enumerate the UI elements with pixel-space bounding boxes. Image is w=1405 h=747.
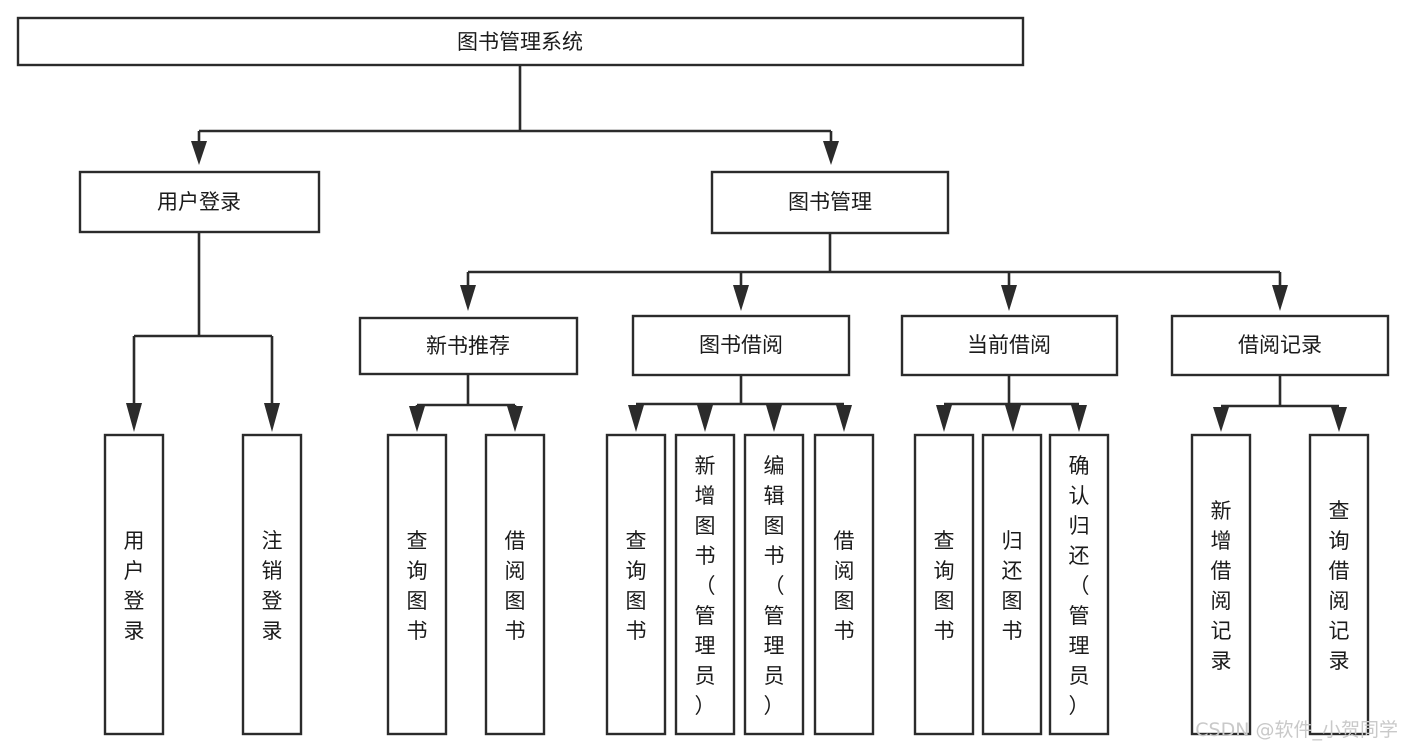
arrow-head-borrow-record — [1272, 285, 1288, 311]
node-book-borrow-box[interactable] — [631, 314, 851, 377]
arrow-head-book-borrow — [733, 285, 749, 311]
node-leaf-borrow-book-2[interactable]: 借阅图书 — [813, 433, 875, 736]
arrow-head-leaf-edit-book — [766, 405, 782, 432]
node-leaf-add-record-box[interactable] — [1190, 433, 1252, 736]
node-leaf-return-book[interactable]: 归还图书 — [981, 433, 1043, 736]
node-book-manage[interactable]: 图书管理 — [710, 170, 950, 235]
node-leaf-confirm-return[interactable]: 确认归还（管理员） — [1048, 433, 1110, 736]
node-leaf-query-book-1-box[interactable] — [386, 433, 448, 736]
node-leaf-edit-book-label: 编辑图书（管理员） — [764, 454, 785, 718]
node-leaf-borrow-book-1[interactable]: 借阅图书 — [484, 433, 546, 736]
node-borrow-record-box[interactable] — [1170, 314, 1390, 377]
node-root-label: 图书管理系统 — [457, 30, 583, 54]
node-leaf-add-book-label: 新增图书（管理员） — [695, 454, 716, 718]
node-leaf-logout[interactable]: 注销登录 — [241, 433, 303, 736]
node-leaf-query-book-2[interactable]: 查询图书 — [605, 433, 667, 736]
arrow-head-leaf-return-book — [1005, 405, 1021, 432]
edge-group-book-manage — [460, 233, 1288, 311]
node-leaf-user-login-box[interactable] — [103, 433, 165, 736]
arrow-head-leaf-query-book-2 — [628, 405, 644, 432]
node-leaf-add-record[interactable]: 新增借阅记录 — [1190, 433, 1252, 736]
node-leaf-borrow-book-2-label: 借阅图书 — [834, 529, 855, 643]
node-leaf-logout-label: 注销登录 — [262, 529, 283, 643]
node-new-book-recommend[interactable]: 新书推荐 — [358, 316, 579, 376]
arrow-head-user-login — [191, 141, 207, 165]
node-leaf-edit-book-box[interactable] — [743, 433, 805, 736]
node-leaf-query-book-3[interactable]: 查询图书 — [913, 433, 975, 736]
arrow-head-new-book-recommend — [460, 285, 476, 311]
node-leaf-query-book-2-label: 查询图书 — [626, 529, 647, 643]
node-borrow-record-label: 借阅记录 — [1238, 333, 1322, 357]
node-leaf-query-book-1-label: 查询图书 — [407, 529, 428, 643]
arrow-head-leaf-add-record — [1213, 407, 1229, 432]
node-current-borrow[interactable]: 当前借阅 — [900, 314, 1119, 377]
arrow-head-leaf-borrow-book-2 — [836, 405, 852, 432]
node-root[interactable]: 图书管理系统 — [16, 16, 1025, 67]
node-leaf-borrow-book-1-label: 借阅图书 — [505, 529, 526, 643]
node-current-borrow-label: 当前借阅 — [967, 333, 1051, 357]
node-leaf-query-book-2-box[interactable] — [605, 433, 667, 736]
node-leaf-user-login[interactable]: 用户登录 — [103, 433, 165, 736]
arrow-head-book-manage — [823, 141, 839, 165]
node-leaf-user-login-label: 用户登录 — [124, 529, 145, 643]
arrow-head-leaf-query-book-1 — [409, 406, 425, 432]
node-leaf-add-book-box[interactable] — [674, 433, 736, 736]
node-leaf-query-book-3-box[interactable] — [913, 433, 975, 736]
arrow-head-current-borrow — [1001, 285, 1017, 311]
node-leaf-return-book-box[interactable] — [981, 433, 1043, 736]
node-root-box[interactable] — [16, 16, 1025, 67]
node-leaf-return-book-label: 归还图书 — [1002, 529, 1023, 643]
arrow-head-leaf-confirm-return — [1071, 405, 1087, 432]
csdn-watermark: CSDN @软件_小贺同学 — [1195, 719, 1398, 741]
node-leaf-confirm-return-box[interactable] — [1048, 433, 1110, 736]
edge-group-new-book-recommend — [409, 374, 523, 432]
node-leaf-add-record-label: 新增借阅记录 — [1211, 499, 1232, 673]
node-book-borrow[interactable]: 图书借阅 — [631, 314, 851, 377]
arrow-head-leaf-add-book — [697, 405, 713, 432]
node-new-book-recommend-box[interactable] — [358, 316, 579, 376]
node-current-borrow-box[interactable] — [900, 314, 1119, 377]
edge-group-root — [191, 65, 839, 165]
node-book-manage-box[interactable] — [710, 170, 950, 235]
node-user-login[interactable]: 用户登录 — [78, 170, 321, 234]
arrow-head-leaf-logout — [264, 403, 280, 432]
node-book-manage-label: 图书管理 — [788, 190, 872, 214]
edge-group-book-borrow — [628, 375, 852, 432]
arrow-head-leaf-user-login — [126, 403, 142, 432]
arrow-head-leaf-query-record — [1331, 407, 1347, 432]
node-borrow-record[interactable]: 借阅记录 — [1170, 314, 1390, 377]
node-new-book-recommend-label: 新书推荐 — [426, 334, 510, 358]
node-leaf-query-book-3-label: 查询图书 — [934, 529, 955, 643]
node-user-login-box[interactable] — [78, 170, 321, 234]
arrow-head-leaf-query-book-3 — [936, 405, 952, 432]
node-book-borrow-label: 图书借阅 — [699, 333, 783, 357]
edge-group-user-login — [126, 232, 280, 432]
node-leaf-query-record-label: 查询借阅记录 — [1329, 499, 1350, 673]
edge-group-borrow-record — [1213, 375, 1347, 432]
node-leaf-edit-book[interactable]: 编辑图书（管理员） — [743, 433, 805, 736]
node-leaf-query-record-box[interactable] — [1308, 433, 1370, 736]
node-leaf-query-book-1[interactable]: 查询图书 — [386, 433, 448, 736]
node-leaf-borrow-book-2-box[interactable] — [813, 433, 875, 736]
node-leaf-logout-box[interactable] — [241, 433, 303, 736]
node-leaf-confirm-return-label: 确认归还（管理员） — [1069, 454, 1090, 718]
arrow-head-leaf-borrow-book-1 — [507, 406, 523, 432]
node-leaf-query-record[interactable]: 查询借阅记录 — [1308, 433, 1370, 736]
edge-group-current-borrow — [936, 375, 1087, 432]
node-leaf-borrow-book-1-box[interactable] — [484, 433, 546, 736]
node-leaf-add-book[interactable]: 新增图书（管理员） — [674, 433, 736, 736]
node-user-login-label: 用户登录 — [157, 190, 241, 214]
